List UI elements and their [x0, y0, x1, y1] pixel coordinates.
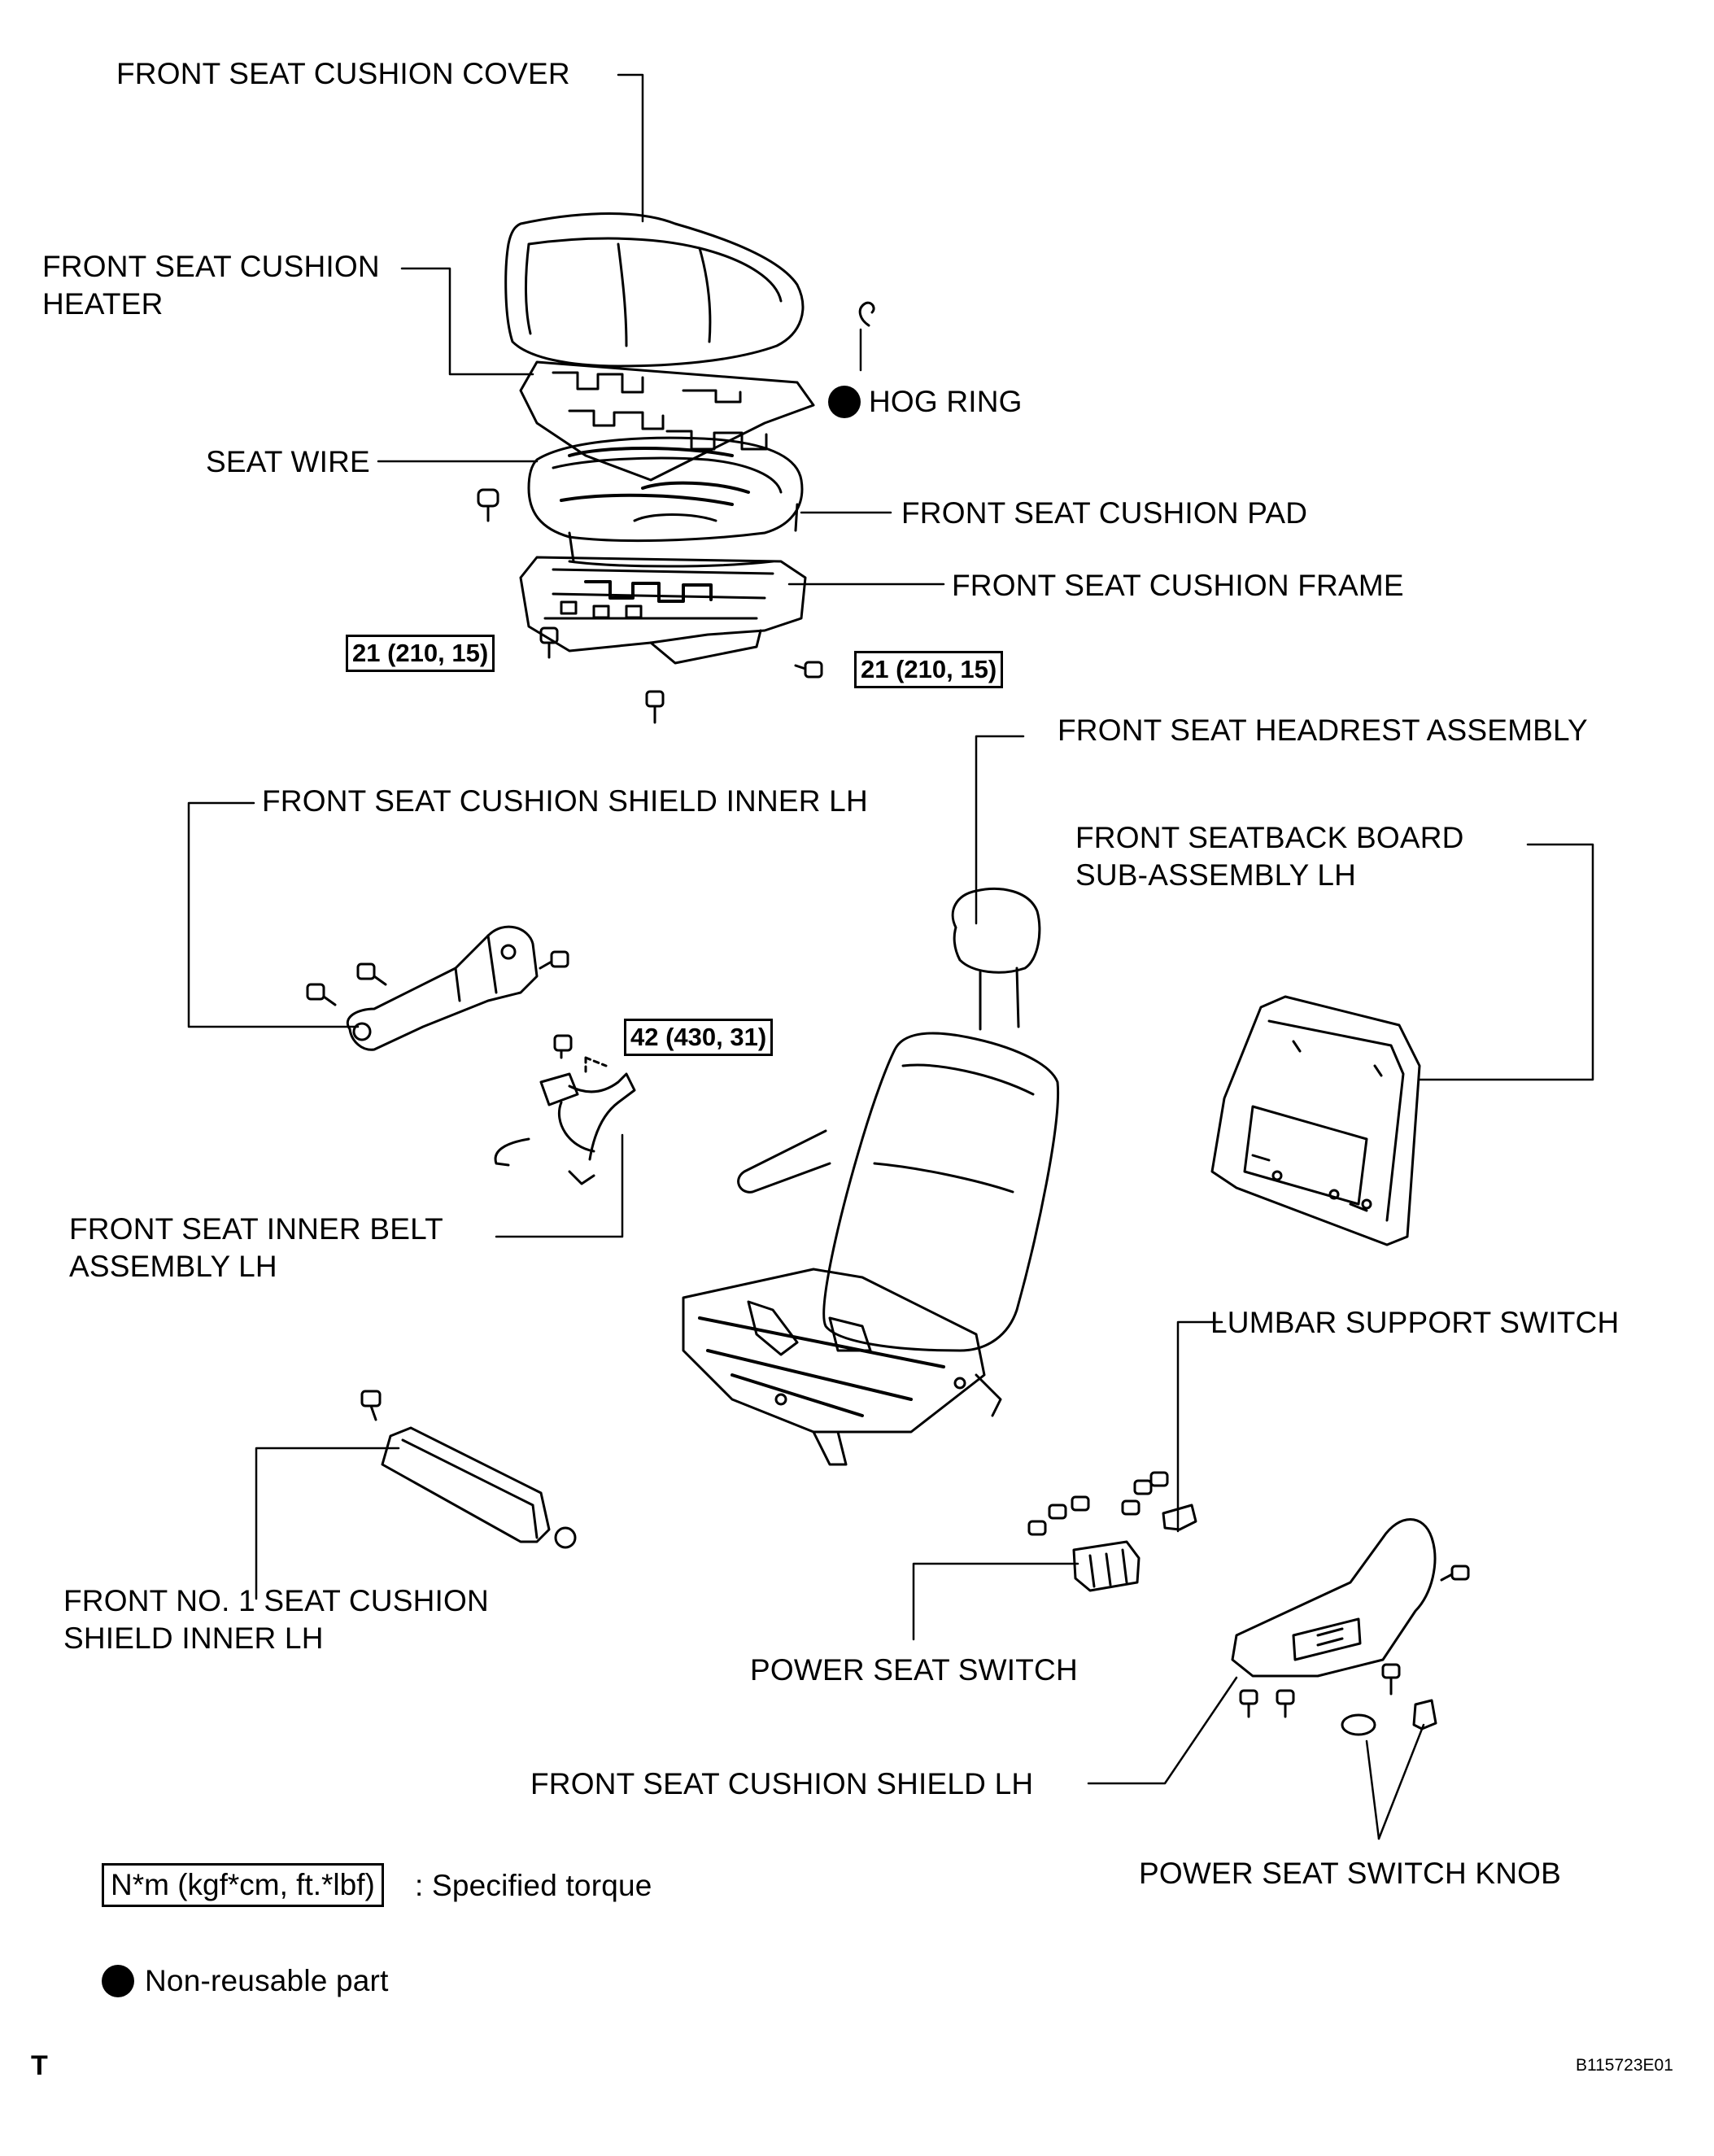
label-seatback-board-2: SUB-ASSEMBLY LH — [1075, 858, 1357, 892]
torque-spec-frame-right: 21 (210, 15) — [854, 651, 1004, 688]
headrest-drawing — [951, 888, 1041, 1031]
legend-nonreusable-marker — [102, 1965, 134, 1997]
cushion-cover-drawing — [504, 212, 805, 368]
frame-bolt-bottom — [645, 690, 665, 724]
seatback-board-drawing — [1210, 995, 1421, 1246]
label-shield-inner: FRONT SEAT CUSHION SHIELD INNER LH — [262, 784, 868, 818]
cushion-frame-drawing — [519, 556, 807, 665]
nonreusable-marker — [828, 386, 861, 418]
legend-nonreusable-text: Non-reusable part — [145, 1964, 389, 1997]
drawing-id: B115723E01 — [1576, 2056, 1673, 2075]
legend-torque-text: : Specified torque — [415, 1869, 652, 1902]
label-cushion-heater-1: FRONT SEAT CUSHION — [42, 250, 380, 283]
cushion-shield-drawing — [1231, 1518, 1470, 1736]
frame-bolt-right — [794, 661, 823, 679]
shield-inner-bolts — [306, 950, 569, 1006]
torque-spec-frame-left: 21 (210, 15) — [346, 635, 495, 672]
label-lumbar-switch: LUMBAR SUPPORT SWITCH — [1210, 1306, 1620, 1339]
label-switch-knob: POWER SEAT SWITCH KNOB — [1139, 1857, 1562, 1890]
cushion-heater-drawing — [519, 360, 815, 482]
shield-inner-drawing — [347, 925, 539, 1051]
label-cushion-heater-2: HEATER — [42, 287, 164, 321]
label-cushion-pad: FRONT SEAT CUSHION PAD — [901, 496, 1308, 530]
inner-belt-drawing — [494, 1034, 636, 1185]
torque-spec-belt: 42 (430, 31) — [624, 1019, 774, 1056]
corner-mark: T — [31, 2050, 48, 2081]
label-cushion-shield: FRONT SEAT CUSHION SHIELD LH — [530, 1767, 1034, 1800]
legend-torque-units: N*m (kgf*cm, ft.*lbf) — [102, 1863, 384, 1907]
label-inner-belt-2: ASSEMBLY LH — [69, 1250, 277, 1283]
leader-lines — [187, 73, 1594, 1840]
seat-assembly-drawing — [682, 1032, 1060, 1466]
label-power-switch: POWER SEAT SWITCH — [750, 1653, 1078, 1687]
no1-shield-drawing — [360, 1390, 577, 1549]
label-cushion-frame: FRONT SEAT CUSHION FRAME — [952, 569, 1404, 602]
frame-bolt-left — [539, 626, 559, 659]
label-no1-shield-1: FRONT NO. 1 SEAT CUSHION — [63, 1584, 489, 1617]
hog-ring-drawing — [858, 301, 875, 327]
clip-bolt — [477, 488, 499, 522]
label-inner-belt-1: FRONT SEAT INNER BELT — [69, 1212, 443, 1246]
power-switch-drawing — [1027, 1471, 1197, 1592]
cushion-pad-drawing — [527, 436, 804, 568]
label-cushion-cover: FRONT SEAT CUSHION COVER — [116, 57, 570, 90]
label-headrest: FRONT SEAT HEADREST ASSEMBLY — [1058, 714, 1588, 747]
label-seatback-board-1: FRONT SEATBACK BOARD — [1075, 821, 1464, 854]
label-seat-wire: SEAT WIRE — [206, 445, 370, 478]
label-no1-shield-2: SHIELD INNER LH — [63, 1621, 324, 1655]
label-hog-ring: HOG RING — [869, 385, 1023, 418]
